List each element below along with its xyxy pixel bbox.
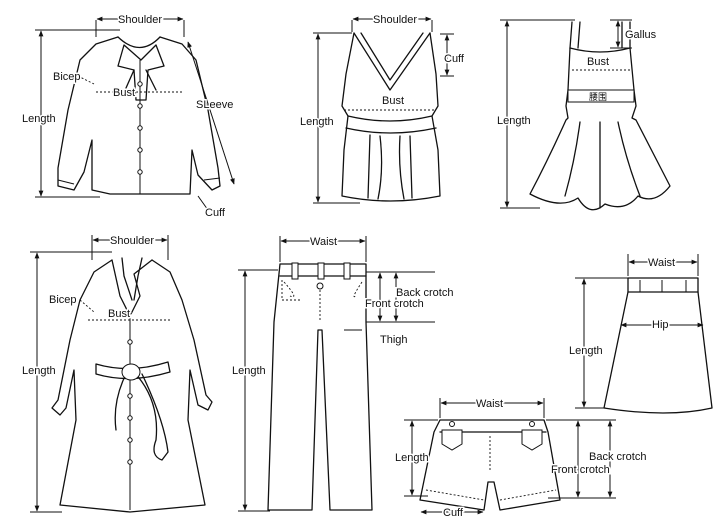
dress-diagram	[500, 19, 671, 211]
shirt-shoulder-label: Shoulder	[118, 14, 162, 26]
pants-back-crotch-label: Back crotch	[396, 287, 453, 299]
pants-thigh-label: Thigh	[380, 334, 408, 346]
vest-length-label: Length	[300, 116, 334, 128]
skirt-hip-label: Hip	[652, 319, 669, 331]
coat-shoulder-label: Shoulder	[110, 235, 154, 247]
dress-belt-tag: 腰围	[589, 92, 607, 103]
shorts-back-crotch-label: Back crotch	[589, 451, 646, 463]
coat-length-label: Length	[22, 365, 56, 377]
pants-waist-label: Waist	[310, 236, 337, 248]
coat-bust-label: Bust	[108, 308, 130, 320]
vest-bust-label: Bust	[382, 95, 404, 107]
pants-diagram	[238, 236, 435, 512]
shorts-length-label: Length	[395, 452, 429, 464]
shorts-cuff-label: Cuff	[443, 507, 464, 519]
shirt-sleeve-label: SLeeve	[196, 99, 233, 111]
coat-diagram	[30, 235, 213, 513]
skirt-waist-label: Waist	[648, 257, 675, 269]
shorts-waist-label: Waist	[476, 398, 503, 410]
shirt-bust-label: Bust	[113, 87, 135, 99]
vest-shoulder-label: Shoulder	[373, 14, 417, 26]
coat-bicep-label: Bicep	[49, 294, 77, 306]
shirt-diagram	[35, 16, 235, 211]
shirt-length-label: Length	[22, 113, 56, 125]
shirt-bicep-label: Bicep	[53, 71, 81, 83]
vest-cuff-label: Cuff	[444, 53, 465, 65]
skirt-diagram	[575, 254, 713, 414]
dress-gallus-label: Gallus	[625, 29, 657, 41]
shorts-diagram	[404, 398, 616, 515]
dress-bust-label: Bust	[587, 56, 609, 68]
pants-front-crotch-label: Front crotch	[365, 298, 424, 310]
skirt-length-label: Length	[569, 345, 603, 357]
pants-length-label: Length	[232, 365, 266, 377]
vest-diagram	[313, 16, 454, 204]
shirt-cuff-label: Cuff	[205, 207, 226, 219]
dress-length-label: Length	[497, 115, 531, 127]
shorts-front-crotch-label: Front crotch	[551, 464, 610, 476]
